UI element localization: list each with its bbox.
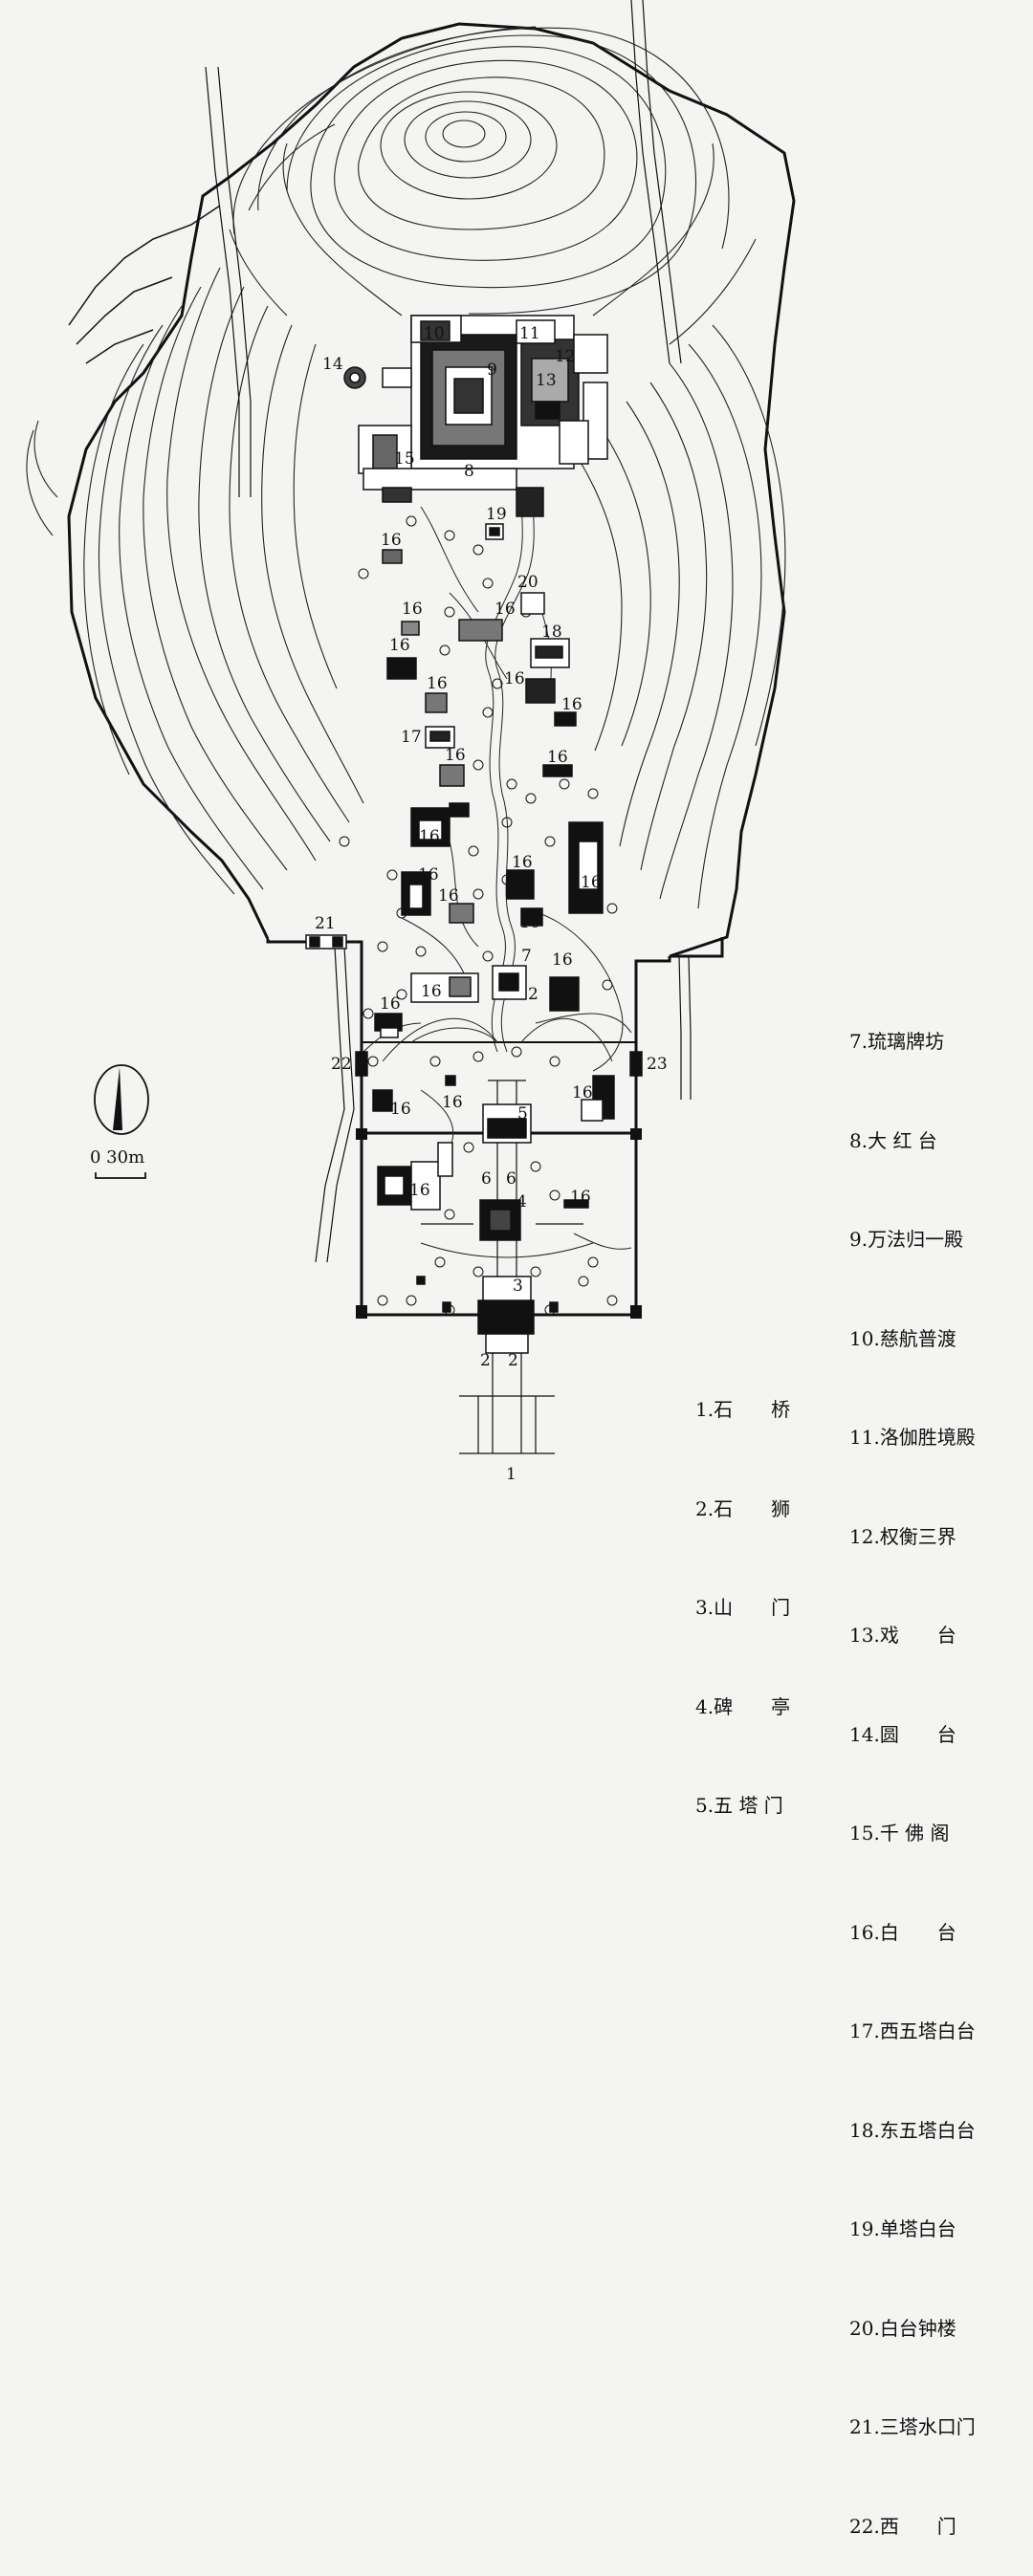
plan-numbers: 1 2 2 2 3 4 5 6 6 7 8 9 10 11 12 13 14 1… xyxy=(315,324,668,1484)
legend-item: 17.西五塔白台 xyxy=(849,2019,976,2042)
plan-number: 16 xyxy=(572,1083,593,1102)
plan-number: 3 xyxy=(513,1277,523,1296)
north-arrow-icon xyxy=(94,1064,149,1135)
plan-number: 16 xyxy=(389,636,410,655)
plan-number: 17 xyxy=(401,728,422,747)
plan-number: 16 xyxy=(427,674,448,693)
legend-item: 5.五 塔 门 xyxy=(695,1794,783,1817)
plan-number: 16 xyxy=(409,1181,430,1200)
plan-number: 16 xyxy=(581,873,602,892)
legend-left: 1.石 桥 2.石 狮 3.山 门 4.碑 亭 5.五 塔 门 xyxy=(695,1327,790,1855)
plan-number: 9 xyxy=(487,360,497,380)
legend-item: 4.碑 亭 xyxy=(695,1694,791,1718)
temple-site-plan: 1 2 2 2 3 4 5 6 6 7 8 9 10 11 12 13 14 1… xyxy=(26,0,796,1484)
plan-number: 16 xyxy=(442,1093,463,1112)
plan-number: 16 xyxy=(512,853,533,872)
legend-item: 7.琉璃牌坊 xyxy=(849,1030,945,1053)
contour-lines xyxy=(26,26,786,909)
plan-number: 16 xyxy=(438,886,459,906)
plan-number: 21 xyxy=(315,914,336,933)
plan-number: 16 xyxy=(570,1188,591,1207)
legend-item: 12.权衡三界 xyxy=(849,1524,956,1548)
plan-number: 16 xyxy=(552,950,573,970)
wall-posts xyxy=(356,1128,642,1319)
plan-number: 22 xyxy=(331,1055,352,1074)
legend-item: 8.大 红 台 xyxy=(849,1128,937,1152)
plan-number: 15 xyxy=(394,449,415,469)
legend-item: 3.山 门 xyxy=(695,1596,791,1619)
plan-number: 16 xyxy=(380,994,401,1014)
legend-item: 19.单塔白台 xyxy=(849,2217,956,2240)
dongmen xyxy=(629,1051,643,1077)
plan-number: 11 xyxy=(519,324,540,343)
plan-number: 16 xyxy=(495,600,516,619)
legend-item: 20.白台钟楼 xyxy=(849,2316,956,2340)
legend-item: 21.三塔水口门 xyxy=(849,2415,976,2438)
plan-number: 16 xyxy=(419,827,440,846)
plan-number: 5 xyxy=(517,1104,528,1124)
plan-number: 1 xyxy=(506,1465,516,1484)
plan-number: 16 xyxy=(402,600,423,619)
plan-number: 6 xyxy=(506,1169,516,1189)
scale-bar xyxy=(95,1172,146,1179)
plan-number: 12 xyxy=(555,347,576,366)
legend-item: 15.千 佛 阁 xyxy=(849,1822,950,1845)
plan-number: 2 xyxy=(528,985,538,1004)
legend-item: 16.白 台 xyxy=(849,1920,956,1944)
plan-number: 4 xyxy=(516,1192,527,1212)
site-boundary xyxy=(67,22,796,958)
plan-number: 6 xyxy=(481,1169,492,1189)
streams xyxy=(205,0,692,1263)
plan-number: 14 xyxy=(322,355,343,374)
plan-number: 16 xyxy=(519,913,540,932)
plan-number: 16 xyxy=(445,746,466,765)
plan-number: 8 xyxy=(464,462,474,481)
legend-item: 1.石 桥 xyxy=(695,1398,791,1421)
plan-number: 19 xyxy=(486,505,507,524)
legend-item: 10.慈航普渡 xyxy=(849,1326,956,1350)
plan-number: 16 xyxy=(504,669,525,688)
ximen xyxy=(355,1051,368,1077)
plan-number: 16 xyxy=(561,695,582,714)
legend-item: 11.洛伽胜境殿 xyxy=(849,1426,976,1449)
plan-number: 23 xyxy=(647,1055,668,1074)
plan-number: 2 xyxy=(480,1351,491,1370)
legend-item: 22.西 门 xyxy=(849,2514,956,2538)
plan-number: 16 xyxy=(418,865,439,884)
buildings xyxy=(305,315,643,1354)
plan-number: 20 xyxy=(517,573,538,592)
legend-right: 7.琉璃牌坊 8.大 红 台 9.万法归一殿 10.慈航普渡 11.洛伽胜境殿 … xyxy=(849,959,976,2576)
plan-number: 2 xyxy=(508,1351,518,1370)
legend-item: 18.东五塔白台 xyxy=(849,2118,976,2142)
plan-number: 7 xyxy=(521,947,532,966)
scale-label: 0 30m xyxy=(90,1147,145,1168)
legend-item: 13.戏 台 xyxy=(849,1624,956,1647)
legend-item: 9.万法归一殿 xyxy=(849,1228,964,1251)
plan-number: 13 xyxy=(536,371,557,390)
legend-item: 2.石 狮 xyxy=(695,1496,791,1520)
plan-number: 16 xyxy=(547,748,568,767)
plan-number: 16 xyxy=(381,531,402,550)
plan-number: 10 xyxy=(424,324,445,343)
outer-hill-edge xyxy=(68,205,221,364)
plan-number: 16 xyxy=(421,982,442,1001)
legend-item: 14.圆 台 xyxy=(849,1722,956,1746)
plan-number: 18 xyxy=(541,622,562,642)
plan-number: 16 xyxy=(390,1100,411,1119)
